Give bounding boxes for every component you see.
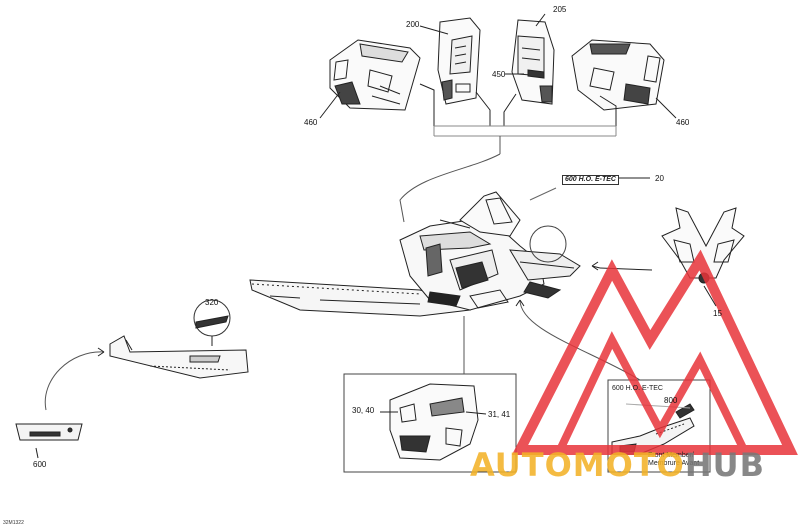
center-right-panel bbox=[511, 19, 555, 105]
callout-600: 600 bbox=[33, 460, 47, 469]
right-side-panel bbox=[571, 39, 665, 111]
callout-800: 800 bbox=[664, 396, 678, 405]
belly-pan-part bbox=[380, 383, 487, 461]
callout-450: 450 bbox=[492, 70, 506, 79]
callout-15: 15 bbox=[713, 309, 722, 318]
center-left-panel bbox=[437, 17, 481, 105]
callout-320: 320 bbox=[205, 298, 219, 307]
nose-piece bbox=[591, 207, 745, 307]
front-member-fr: Membrure Avant bbox=[648, 460, 700, 467]
watermark-part2: HUB bbox=[684, 446, 766, 484]
callout-31-41: 31, 41 bbox=[488, 410, 511, 419]
callout-205: 205 bbox=[553, 5, 567, 14]
callout-200: 200 bbox=[406, 20, 420, 29]
callout-460-left: 460 bbox=[304, 118, 318, 127]
tunnel-side-part bbox=[109, 299, 249, 379]
engine-decal: 600 H.O. E-TEC bbox=[562, 175, 619, 185]
document-id: 32M1322 bbox=[3, 520, 24, 526]
front-member-en: Front Member/ bbox=[648, 452, 694, 459]
watermark-part1: AUTOMOTO bbox=[470, 446, 685, 484]
watermark-text: AUTOMOTOHUB bbox=[470, 446, 765, 484]
bottom-left-plate bbox=[15, 347, 105, 459]
callout-30-40: 30, 40 bbox=[352, 406, 375, 415]
snowmobile-body bbox=[249, 191, 581, 317]
callout-460-right: 460 bbox=[676, 118, 690, 127]
inset-engine-label: 600 H.O. E-TEC bbox=[612, 385, 663, 392]
watermark-logo bbox=[511, 249, 798, 455]
left-side-panel bbox=[329, 39, 421, 111]
callout-20: 20 bbox=[655, 174, 664, 183]
